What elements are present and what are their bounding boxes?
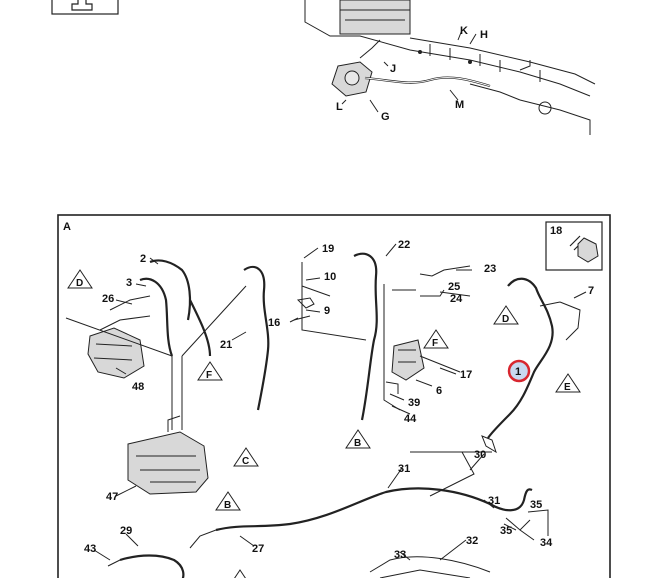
triangle-label-B: B [354, 438, 361, 449]
part-label: 6 [436, 385, 442, 397]
part-label: 9 [324, 305, 330, 317]
part-label: 27 [252, 543, 264, 555]
part-label: 32 [466, 535, 478, 547]
part-label: 44 [404, 413, 417, 425]
part-label: 30 [474, 449, 486, 461]
part-label: 16 [268, 317, 280, 329]
part-label: 43 [84, 543, 96, 555]
triangle-markers [67, 269, 581, 578]
callout-M: M [455, 99, 464, 111]
detail-panel-frame [57, 214, 611, 578]
part-label: 26 [102, 293, 114, 305]
part-label: 10 [324, 271, 336, 283]
callout-H: H [480, 29, 488, 41]
part-label: 31 [398, 463, 410, 475]
part-label: 3 [126, 277, 132, 289]
part-label: 29 [120, 525, 132, 537]
part-label: 21 [220, 339, 232, 351]
part-label: 34 [540, 537, 553, 549]
part-label: 18 [550, 225, 562, 237]
view-icon [51, 0, 119, 15]
triangle-label-E: E [564, 382, 571, 393]
part-label: 22 [398, 239, 410, 251]
left-valve-assembly [65, 259, 247, 430]
triangle-label-D: D [76, 278, 83, 289]
part-label: 17 [460, 369, 472, 381]
part-label: 2 [140, 253, 146, 265]
reservoir [127, 415, 209, 495]
callout-J: J [390, 63, 396, 75]
triangle-label-C: C [242, 456, 249, 467]
part-label: 39 [408, 397, 420, 409]
part-label: 25 [448, 281, 460, 293]
callout-K: K [460, 25, 468, 37]
part-label: 48 [132, 381, 144, 393]
part-label: 7 [588, 285, 594, 297]
triangle-label-B: B [224, 500, 231, 511]
chassis-overview [304, 0, 596, 135]
part-label: 35 [530, 499, 542, 511]
part-label-highlighted: 1 [515, 366, 521, 378]
part-label: 19 [322, 243, 334, 255]
part-label: 31 [488, 495, 500, 507]
fastener-inset [545, 221, 603, 271]
highlight-ring [507, 359, 531, 383]
callout-G: G [381, 111, 390, 123]
right-harness [481, 277, 581, 454]
part-label: 35 [500, 525, 512, 537]
panel-title: A [63, 221, 71, 233]
triangle-label-F: F [206, 370, 212, 381]
callout-L: L [336, 101, 343, 113]
lower-hoses [107, 451, 549, 578]
part-label: 47 [106, 491, 118, 503]
part-label: 24 [450, 293, 463, 305]
triangle-label-D: D [502, 314, 509, 325]
part-label: 33 [394, 549, 406, 561]
triangle-label-F: F [432, 338, 438, 349]
leader-lines [93, 243, 587, 561]
part-label: 23 [484, 263, 496, 275]
